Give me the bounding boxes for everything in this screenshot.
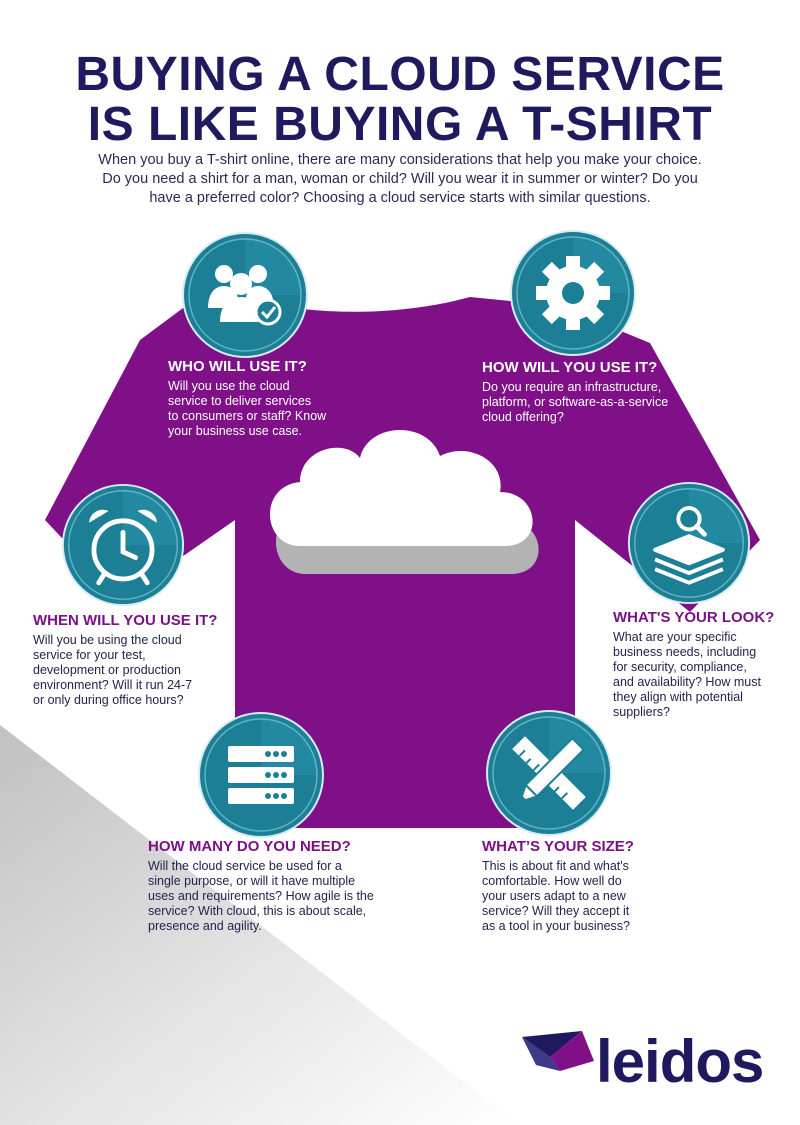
gray-corner-wedge xyxy=(0,725,520,1125)
body-line: or only during office hours? xyxy=(33,693,184,707)
intro-paragraph: When you buy a T-shirt online, there are… xyxy=(90,151,710,208)
body-line: as a tool in your business? xyxy=(482,919,631,933)
section-look-heading: WHAT'S YOUR LOOK? xyxy=(613,609,775,626)
body-line: your users adapt to a new xyxy=(482,889,626,903)
section-size-heading: WHAT’S YOUR SIZE? xyxy=(482,838,634,855)
body-line: business needs, including xyxy=(613,645,757,659)
section-size: WHAT’S YOUR SIZE? This is about fit and … xyxy=(482,838,634,934)
section-size-body: This is about fit and what's comfortable… xyxy=(482,859,634,934)
pencil-ruler-icon xyxy=(486,710,612,836)
body-line: What are your specific xyxy=(613,630,737,644)
body-line: for security, compliance, xyxy=(613,660,747,674)
body-line: Will you use the cloud xyxy=(168,379,290,393)
body-line: environment? Will it run 24-7 xyxy=(33,678,193,692)
logo-mark-icon xyxy=(522,1031,594,1071)
section-when-body: Will you be using the cloud service for … xyxy=(33,633,217,708)
body-line: to consumers or staff? Know xyxy=(168,409,327,423)
body-line: This is about fit and what's xyxy=(482,859,629,873)
section-many: HOW MANY DO YOU NEED? Will the cloud ser… xyxy=(148,838,374,934)
logo-text: leidos xyxy=(596,1028,764,1095)
cloud-graphic xyxy=(269,429,539,574)
section-when: WHEN WILL YOU USE IT? Will you be using … xyxy=(33,612,217,708)
title-line-2: IS LIKE BUYING A T-SHIRT xyxy=(87,98,713,151)
section-who-body: Will you use the cloud service to delive… xyxy=(168,379,326,439)
layers-search-icon xyxy=(627,481,751,605)
intro-line: Do you need a shirt for a man, woman or … xyxy=(102,171,698,187)
intro-line: When you buy a T-shirt online, there are… xyxy=(98,152,702,168)
section-who-heading: WHO WILL USE IT? xyxy=(168,358,307,375)
body-line: they align with potential xyxy=(613,690,743,704)
intro-line: have a preferred color? Choosing a cloud… xyxy=(149,190,651,206)
body-line: Will you be using the cloud xyxy=(33,633,182,647)
body-line: Do you require an infrastructure, xyxy=(482,380,662,394)
section-look: WHAT'S YOUR LOOK? What are your specific… xyxy=(613,609,774,720)
section-many-heading: HOW MANY DO YOU NEED? xyxy=(148,838,351,855)
leidos-logo: leidos xyxy=(520,1025,770,1105)
body-line: single purpose, or will it have multiple xyxy=(148,874,356,888)
section-when-heading: WHEN WILL YOU USE IT? xyxy=(33,612,218,629)
body-line: service for your test, xyxy=(33,648,146,662)
section-how-body: Do you require an infrastructure, platfo… xyxy=(482,380,668,425)
server-stack-icon xyxy=(198,712,324,838)
title-line-1: BUYING A CLOUD SERVICE xyxy=(75,48,725,101)
body-line: presence and agility. xyxy=(148,919,262,933)
section-who: WHO WILL USE IT? Will you use the cloud … xyxy=(168,358,326,439)
body-line: service? Will they accept it xyxy=(482,904,630,918)
body-line: cloud offering? xyxy=(482,410,564,424)
section-how-heading: HOW WILL YOU USE IT? xyxy=(482,359,658,376)
body-line: uses and requirements? How agile is the xyxy=(148,889,374,903)
body-line: comfortable. How well do xyxy=(482,874,622,888)
body-line: and availability? How must xyxy=(613,675,761,689)
body-line: platform, or software-as-a-service xyxy=(482,395,669,409)
section-how: HOW WILL YOU USE IT? Do you require an i… xyxy=(482,359,668,425)
body-line: service? With cloud, this is about scale… xyxy=(148,904,367,918)
gear-icon xyxy=(510,230,636,356)
users-check-icon xyxy=(182,232,308,358)
body-line: Will the cloud service be used for a xyxy=(148,859,342,873)
section-look-body: What are your specific business needs, i… xyxy=(613,630,774,720)
body-line: service to deliver services xyxy=(168,394,312,408)
page-title: BUYING A CLOUD SERVICE IS LIKE BUYING A … xyxy=(0,50,800,150)
body-line: development or production xyxy=(33,663,182,677)
body-line: suppliers? xyxy=(613,705,670,719)
alarm-clock-icon xyxy=(61,483,185,607)
body-line: your business use case. xyxy=(168,424,303,438)
section-many-body: Will the cloud service be used for a sin… xyxy=(148,859,374,934)
